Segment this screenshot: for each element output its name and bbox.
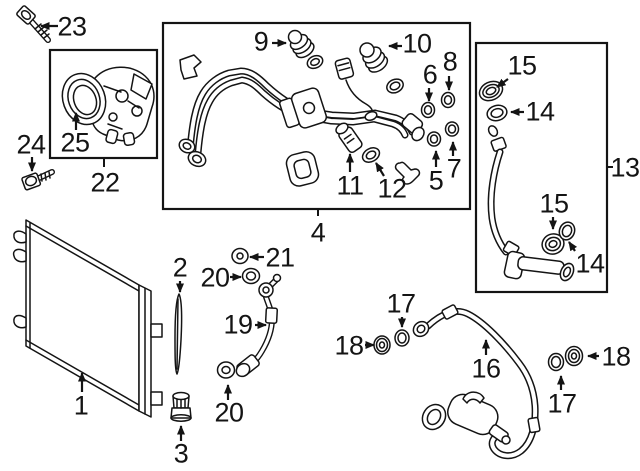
callout-15-top: 15 <box>507 50 537 81</box>
bolt-24-illustration <box>21 169 55 191</box>
callout-20-top: 20 <box>200 262 230 293</box>
drier-cap-illustration <box>170 391 192 422</box>
callout-6: 6 <box>422 59 438 90</box>
callout-16: 16 <box>471 353 501 384</box>
ac-tube-assembly-illustration <box>178 29 460 187</box>
callout-9: 9 <box>253 26 269 57</box>
seal-15-bottom <box>541 233 565 255</box>
callout-7: 7 <box>446 153 462 184</box>
seal-18-left <box>373 335 391 355</box>
seal-strip-illustration <box>174 293 183 375</box>
callout-12: 12 <box>377 173 407 204</box>
o-ring-14-bottom <box>558 221 576 241</box>
seal-15-top <box>478 80 504 102</box>
clip-illustration <box>394 161 421 185</box>
callout-22: 22 <box>90 167 120 198</box>
suction-hose-illustration <box>373 304 584 460</box>
callout-14-bottom: 14 <box>575 248 605 279</box>
callout-14-top: 14 <box>525 96 555 127</box>
callout-17-left: 17 <box>386 288 416 319</box>
callout-1: 1 <box>73 390 89 421</box>
seal-18-right <box>564 345 584 367</box>
callout-8: 8 <box>442 46 458 77</box>
callout-18-right: 18 <box>601 341 631 372</box>
callout-20-bottom: 20 <box>214 397 244 428</box>
callout-4: 4 <box>310 217 326 248</box>
callout-5: 5 <box>428 165 444 196</box>
callout-24: 24 <box>16 129 46 160</box>
callout-19: 19 <box>223 309 253 340</box>
callout-15-bottom: 15 <box>539 188 569 219</box>
callout-13: 13 <box>610 152 640 183</box>
valve-cap-10 <box>359 42 389 73</box>
compressor-illustration <box>61 66 155 147</box>
callout-11: 11 <box>336 170 364 201</box>
callout-25: 25 <box>60 127 90 158</box>
callout-23: 23 <box>57 11 87 42</box>
callout-18-left: 18 <box>334 330 364 361</box>
liquid-hose-illustration <box>478 80 576 282</box>
callout-17-right: 17 <box>547 388 577 419</box>
callout-2: 2 <box>172 252 188 283</box>
callout-3: 3 <box>173 438 189 469</box>
o-rings-box4 <box>306 54 460 163</box>
o-ring-14-top <box>486 104 508 122</box>
pressure-switch-11 <box>335 122 363 154</box>
valve-cap-9 <box>287 29 315 59</box>
callout-21: 21 <box>265 242 295 273</box>
hose-19-illustration <box>216 247 282 379</box>
tube-assembly-box <box>161 21 472 211</box>
callout-10: 10 <box>402 28 432 59</box>
bolt-23-illustration <box>16 5 51 43</box>
callout-arrows <box>28 22 599 441</box>
condenser-illustration <box>12 219 163 418</box>
